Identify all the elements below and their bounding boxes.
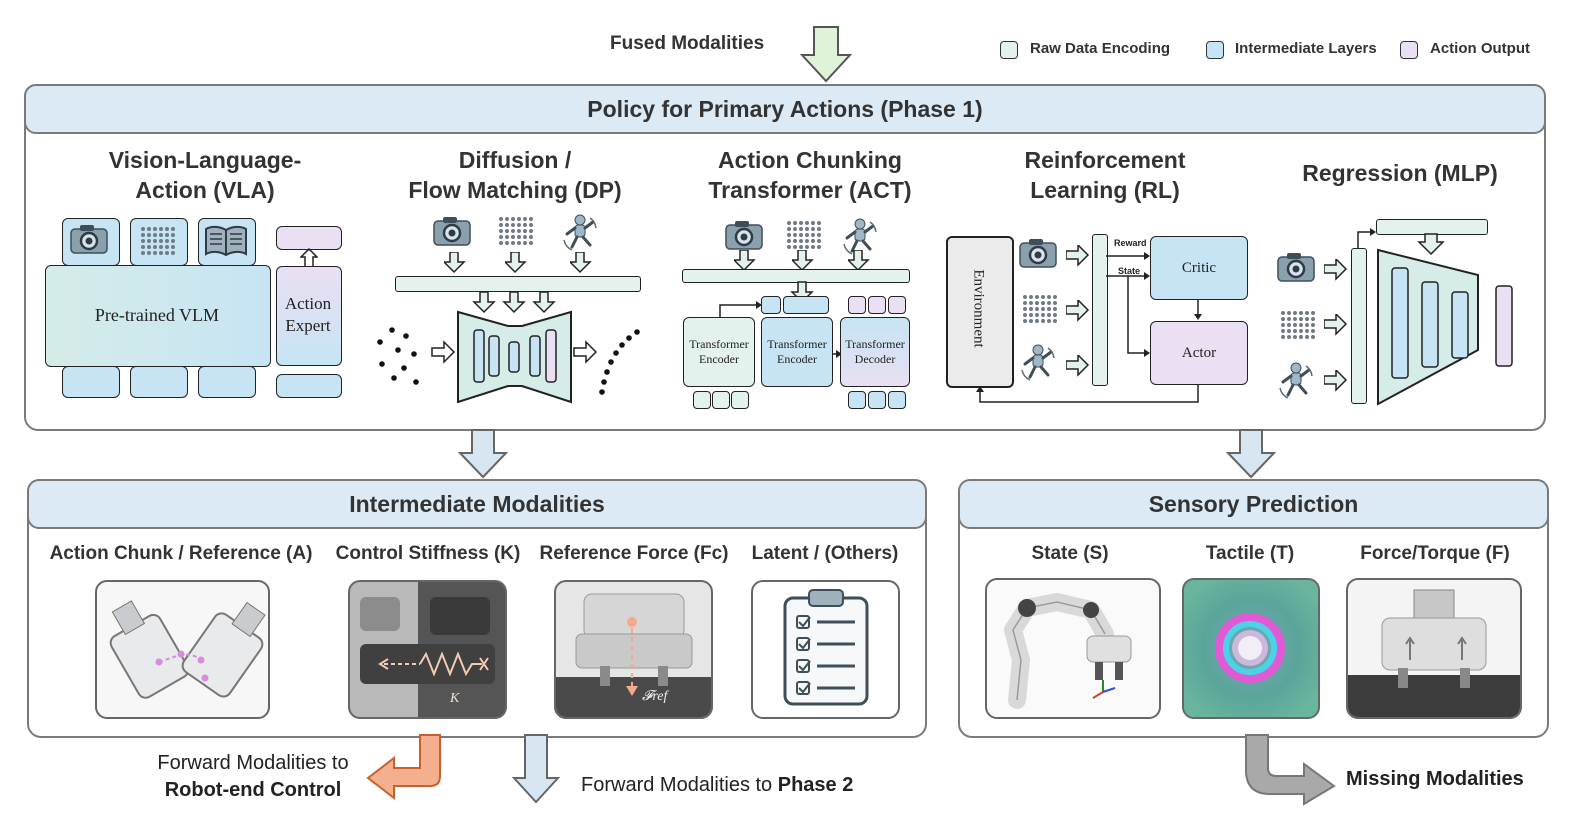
rl-reward-label: Reward: [1114, 238, 1147, 248]
force-torque-image: [1346, 578, 1522, 719]
force-symbol: 𝓕ref: [642, 689, 669, 704]
legend-label-intermediate: Intermediate Layers: [1235, 40, 1377, 57]
legend-label-action: Action Output: [1430, 40, 1530, 57]
vla-output-slot: [62, 366, 120, 398]
robot-end-label-line2: Robot-end Control: [164, 779, 342, 801]
tactile-dots-icon: [787, 221, 821, 249]
column-title-vla: Vision-Language-Action (VLA): [108, 147, 302, 203]
action-chunk-image: [95, 580, 270, 719]
act-connectors: [719, 281, 842, 358]
vla-vlm-label: Pre-trained VLM: [94, 305, 220, 325]
rl-connectors: [976, 252, 1202, 403]
vla-output-slot: [198, 366, 256, 398]
missing-modalities-arrow: [1245, 734, 1336, 806]
act-token: [783, 296, 829, 314]
down-arrow-icon: [570, 252, 591, 273]
act-query-token: [868, 296, 886, 314]
phase2-arrow: [512, 734, 560, 804]
proprioception-robot-icon: [1278, 362, 1314, 400]
fused-modalities-label: Fused Modalities: [610, 33, 765, 54]
legend-swatch-action: [1400, 41, 1418, 59]
act-query-token: [888, 296, 906, 314]
act-output-token: [868, 391, 886, 409]
reference-force-image: 𝓕ref: [554, 580, 713, 719]
robot-end-control-arrow: [366, 734, 441, 801]
sensory-label-force-torque: Force/Torque (F): [1360, 543, 1510, 564]
tactile-dots-icon: [141, 227, 175, 255]
act-input-token: [693, 391, 711, 409]
right-arrow-icon: [1324, 314, 1347, 335]
camera-icon: [69, 223, 109, 255]
rl-state-label: State: [1118, 266, 1141, 276]
tactile-dots-icon: [499, 217, 533, 245]
state-robot-image: [985, 578, 1161, 719]
right-arrow-icon: [1324, 370, 1347, 391]
latent-others-image: [751, 580, 900, 719]
rl-encoder-bar: [1092, 234, 1108, 386]
action-expert-output: [276, 226, 342, 250]
action-expert-input: [276, 374, 342, 398]
intermediate-label-action-chunk: Action Chunk / Reference (A): [49, 543, 313, 564]
act-output-token: [888, 391, 906, 409]
stiffness-symbol: K: [449, 691, 460, 706]
act-token: [761, 296, 781, 314]
sensory-header: Sensory Prediction: [958, 479, 1549, 529]
rl-environment-block: [946, 236, 1014, 388]
down-arrow-icon: [505, 252, 526, 273]
intermediate-label-stiffness: Control Stiffness (K): [335, 543, 521, 564]
vla-vlm-block: [45, 265, 271, 367]
robot-end-label-line1: Forward Modalities to: [157, 752, 349, 774]
intermediate-header: Intermediate Modalities: [27, 479, 927, 529]
right-arrow-icon: [1324, 259, 1347, 280]
camera-icon: [432, 215, 472, 247]
mlp-encoder-bar: [1351, 248, 1367, 404]
column-title-mlp: Regression (MLP): [1302, 160, 1498, 186]
intermediate-label-latent: Latent / (Others): [751, 543, 899, 564]
control-stiffness-image: K: [348, 580, 507, 719]
policy-header: Policy for Primary Actions (Phase 1): [24, 84, 1546, 134]
action-expert-block: [276, 266, 342, 366]
vla-output-slot: [130, 366, 188, 398]
act-condition-bar: [682, 269, 910, 283]
act-input-token: [731, 391, 749, 409]
book-icon: [205, 225, 247, 257]
clipboard-icon: [783, 589, 869, 706]
sensory-label-tactile: Tactile (T): [1205, 543, 1295, 564]
missing-modalities-label: Missing Modalities: [1346, 768, 1524, 790]
rl-critic-block: Critic: [1150, 236, 1248, 300]
act-output-token: [848, 391, 866, 409]
flow-arrow-down-sensory: [1226, 429, 1276, 479]
sensory-label-state: State (S): [1031, 543, 1109, 564]
rl-actor-block: Actor: [1150, 321, 1248, 385]
camera-icon: [1276, 251, 1316, 283]
column-title-dp: Diffusion /Flow Matching (DP): [408, 147, 622, 203]
flow-arrow-down-intermediate: [458, 429, 508, 479]
proprioception-robot-icon: [562, 214, 598, 252]
up-arrow-icon: [300, 248, 318, 268]
fused-input-arrow: [800, 26, 852, 83]
act-input-token: [712, 391, 730, 409]
legend-swatch-intermediate: [1206, 41, 1224, 59]
tactile-dots-icon: [1281, 311, 1315, 339]
phase2-label: Forward Modalities to Phase 2: [581, 774, 854, 796]
mlp-network-diagram: [1357, 228, 1513, 406]
intermediate-label-force: Reference Force (Fc): [539, 543, 729, 564]
legend-label-raw: Raw Data Encoding: [1030, 40, 1171, 57]
act-query-token: [848, 296, 866, 314]
dp-unet-diagram: [377, 291, 640, 404]
down-arrow-icon: [444, 252, 465, 273]
legend-swatch-raw: [1000, 41, 1018, 59]
tactile-image: [1182, 578, 1320, 719]
